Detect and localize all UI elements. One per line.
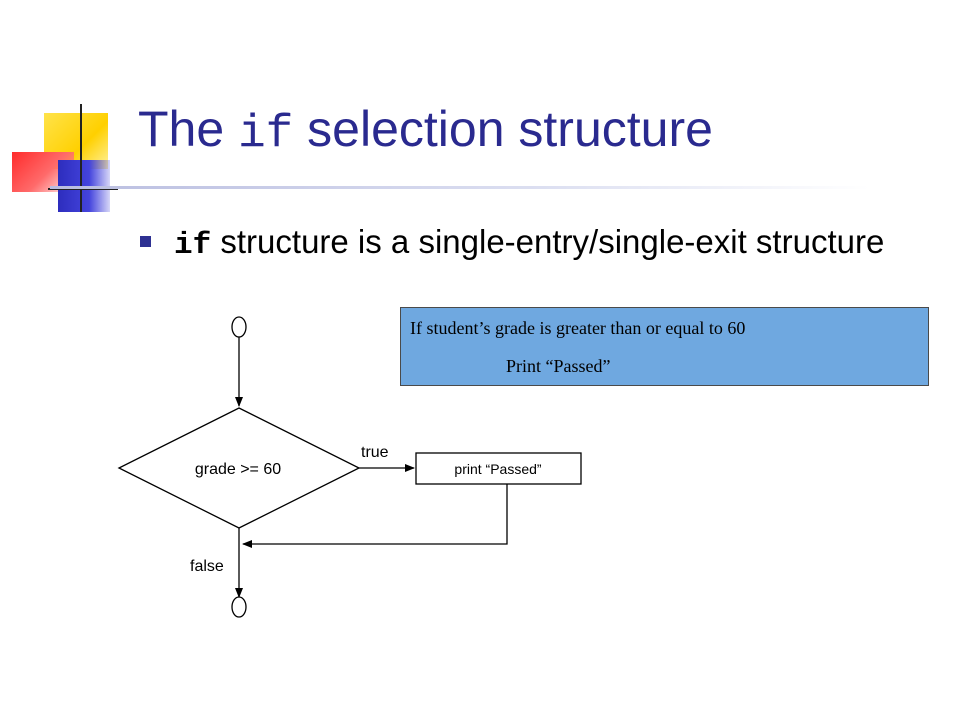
deco-horizontal-line: [48, 188, 118, 190]
deco-vertical-line: [80, 104, 82, 212]
start-connector: [231, 316, 247, 338]
false-label: false: [190, 558, 224, 575]
bullet-marker: [140, 236, 151, 247]
bullet-code: if: [174, 228, 212, 263]
action-label: print “Passed”: [454, 461, 541, 477]
title-prefix: The: [138, 101, 239, 157]
title-code: if: [238, 108, 294, 160]
bullet-body: structure is a single-entry/single-exit …: [211, 223, 885, 260]
bullet-text: if structure is a single-entry/single-ex…: [174, 219, 934, 269]
merge-path: [242, 484, 508, 548]
action-box: [415, 452, 582, 485]
pseudocode-line-1: If student’s grade is greater than or eq…: [410, 318, 746, 338]
true-label: true: [361, 444, 389, 461]
title-suffix: selection structure: [293, 101, 713, 157]
pseudocode-box: If student’s grade is greater than or eq…: [400, 307, 929, 386]
slide-title: The if selection structure: [138, 100, 713, 160]
end-connector: [231, 596, 247, 618]
title-underline: [50, 186, 870, 189]
pseudocode-line-2: Print “Passed”: [506, 356, 611, 376]
decision-label: grade >= 60: [195, 461, 281, 478]
